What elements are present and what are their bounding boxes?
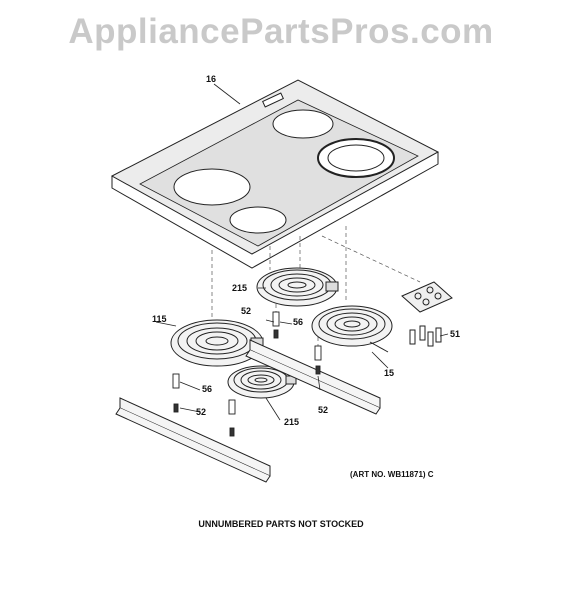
burner-element-rear-left	[256, 267, 339, 307]
burner-element-front-left	[170, 319, 264, 367]
callout-16: 16	[206, 74, 216, 84]
callout-56-a: 56	[293, 317, 303, 327]
burner-element-front-right	[227, 365, 297, 399]
support-bracket-rear	[245, 339, 381, 415]
cooktop-panel	[110, 79, 440, 269]
watermark-logo: AppliancePartsPros.com	[68, 12, 494, 51]
art-number: (ART NO. WB11871) C	[350, 470, 434, 479]
support-bracket-front	[115, 397, 271, 483]
callout-115: 115	[152, 314, 167, 324]
callout-52-c: 52	[318, 405, 328, 415]
burner-element-right	[311, 305, 393, 353]
terminal-leads	[409, 325, 442, 347]
leader-lines	[155, 83, 449, 421]
footer-note: UNNUMBERED PARTS NOT STOCKED	[198, 519, 364, 529]
callout-15: 15	[384, 368, 394, 378]
callout-52-b: 52	[196, 407, 206, 417]
callout-52-a: 52	[241, 306, 251, 316]
terminal-block	[401, 281, 453, 313]
callout-56-b: 56	[202, 384, 212, 394]
callout-215-front: 215	[284, 417, 299, 427]
callout-51: 51	[450, 329, 460, 339]
callout-215-rear: 215	[232, 283, 247, 293]
spacers-and-screws	[172, 311, 322, 437]
